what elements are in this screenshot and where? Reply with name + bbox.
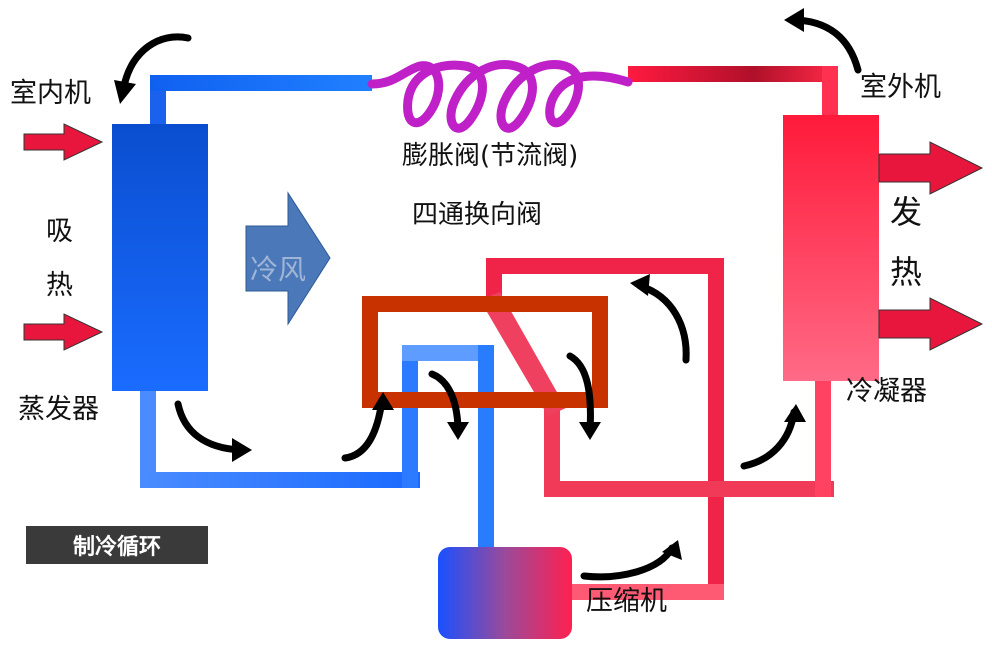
pipe-bottom-horizontal xyxy=(140,472,420,488)
pipe-top-right-horizontal xyxy=(628,66,838,82)
hot-pipes xyxy=(480,66,838,600)
arrowhead-condenser-in xyxy=(784,404,806,422)
flow-arrow-upper-loop xyxy=(636,282,690,364)
absorb-arrow-upper xyxy=(23,123,104,161)
four-way-valve-label: 四通换向阀 xyxy=(412,200,543,230)
absorb-heat-arrows xyxy=(23,123,104,351)
arrowhead-compressor-out xyxy=(662,540,682,560)
absorb-heat-label-2: 热 xyxy=(46,270,73,301)
outdoor-unit-label: 室外机 xyxy=(860,72,941,103)
pipe-valve-slider xyxy=(480,292,566,416)
absorb-heat-label-1: 吸 xyxy=(46,216,73,247)
pipe-bottom-riser xyxy=(402,345,418,488)
arrowhead-into-valve xyxy=(372,392,394,410)
arrowhead-indoor-top xyxy=(114,80,136,104)
absorb-arrow-lower xyxy=(23,313,104,351)
condenser-label: 冷凝器 xyxy=(846,376,927,407)
release-arrow-lower xyxy=(878,297,984,351)
valve-frame-left xyxy=(362,296,378,408)
valve-frame-top xyxy=(362,296,608,312)
arrowhead-outdoor-top xyxy=(784,8,804,32)
release-heat-label-1: 发 xyxy=(890,193,923,231)
cold-pipes xyxy=(140,75,494,550)
expansion-valve-label: 膨胀阀(节流阀) xyxy=(402,141,579,171)
release-heat-arrows xyxy=(878,141,984,351)
pipe-upper-loop-left xyxy=(486,258,502,300)
cold-air-label: 冷风 xyxy=(250,253,307,286)
compressor-unit xyxy=(438,547,572,639)
release-heat-label-2: 热 xyxy=(890,253,923,291)
expansion-valve-coil xyxy=(367,60,633,133)
cold-air-arrow xyxy=(245,191,331,326)
flow-arrow-valve-down-right xyxy=(566,352,594,436)
pipe-upper-loop-right xyxy=(708,258,724,600)
arrowhead-valve-down-right xyxy=(579,422,601,440)
pipe-valve-top-blue xyxy=(402,345,494,361)
flow-arrow-compressor-out xyxy=(580,544,676,581)
arrowhead-evaporator-out xyxy=(232,438,252,462)
release-arrow-upper xyxy=(878,141,984,195)
flow-arrow-evaporator-out xyxy=(174,400,244,454)
pipe-to-compressor-blue xyxy=(478,345,494,550)
valve-frame-right xyxy=(592,296,608,408)
condenser-unit xyxy=(783,115,879,381)
four-way-valve xyxy=(362,296,608,408)
pipe-top-left-horizontal xyxy=(150,75,372,91)
flow-arrowheads xyxy=(114,8,806,560)
evaporator-unit xyxy=(112,124,208,391)
pipe-upper-loop-top xyxy=(486,258,724,274)
pipe-top-right-vertical xyxy=(822,66,838,116)
indoor-unit-label: 室内机 xyxy=(10,78,91,109)
arrowhead-valve-down-left xyxy=(447,422,469,440)
flow-arrow-indoor-top xyxy=(120,33,192,90)
arrowhead-upper-loop xyxy=(630,274,650,296)
pipe-bottom-red-horizontal xyxy=(544,481,834,497)
valve-frame-bottom xyxy=(362,392,608,408)
diagram-title: 制冷循环 xyxy=(26,526,208,564)
pipe-condenser-return xyxy=(815,378,831,497)
evaporator-label: 蒸发器 xyxy=(18,394,99,425)
pipe-valve-down-red xyxy=(544,402,560,497)
pipe-compressor-out xyxy=(568,584,724,600)
pipe-bottom-left-vertical xyxy=(140,390,156,488)
compressor-label: 压缩机 xyxy=(586,586,667,617)
